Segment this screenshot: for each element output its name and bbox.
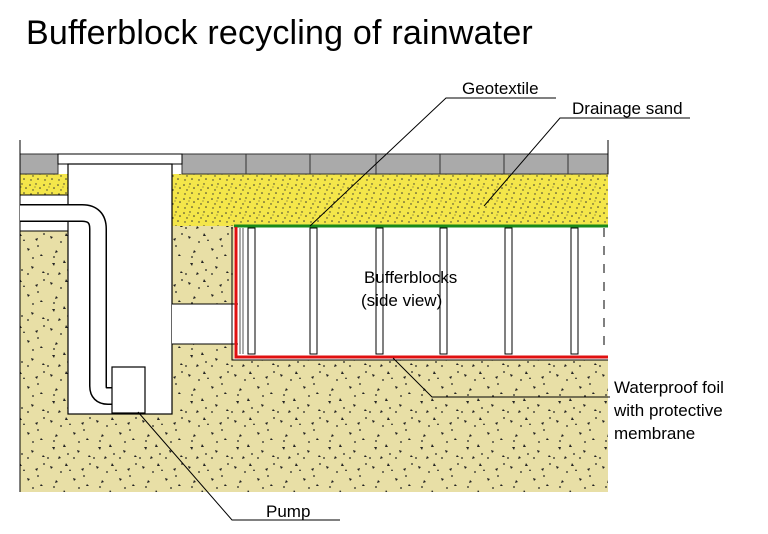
geotextile-label: Geotextile: [462, 79, 539, 98]
pump-chamber-lid: [57, 153, 183, 165]
soil-top-gap: [172, 226, 234, 304]
pump-label: Pump: [266, 502, 310, 521]
foil-label-line3: membrane: [614, 424, 695, 443]
leader-lines: [137, 97, 690, 521]
diagram-title: Bufferblock recycling of rainwater: [26, 14, 533, 52]
pump: [111, 366, 146, 414]
foil-label-line2: with protective: [613, 401, 723, 420]
bufferblocks: [238, 228, 608, 354]
drainage-sand-label: Drainage sand: [572, 99, 683, 118]
foil-label-line1: Waterproof foil: [614, 378, 724, 397]
bufferblocks-label: Bufferblocks: [364, 268, 457, 287]
waterproof-foil: [234, 227, 608, 359]
soil-bottom: [172, 360, 608, 492]
soil-mid: [172, 344, 234, 360]
connecting-pipe: [172, 304, 238, 344]
bufferblocks-sublabel: (side view): [361, 291, 442, 310]
paving-stones: [19, 153, 609, 175]
bufferblock-columns: [247, 227, 579, 355]
